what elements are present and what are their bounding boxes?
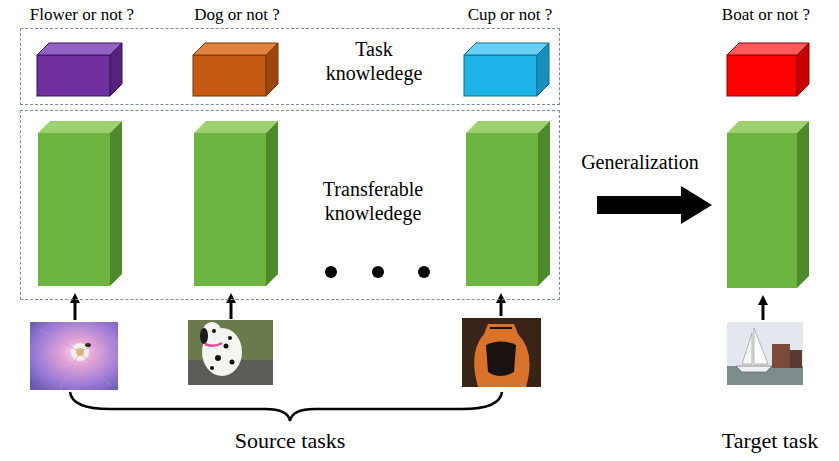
group-caption: Source tasks [235, 428, 346, 454]
source-brace [70, 392, 502, 421]
task-cube [37, 43, 122, 96]
flower-photo [30, 322, 118, 390]
vase-photo [462, 318, 541, 387]
group-title: Task knowledege [326, 37, 423, 85]
input-arrow [75, 298, 763, 320]
dashed-group-box: Task knowledege [20, 28, 560, 105]
dog-photo [188, 320, 273, 385]
dashed-group-box: Transferable knowledege [20, 110, 560, 300]
task-cube [193, 43, 278, 96]
ellipsis-dots [325, 266, 430, 278]
task-question: Dog or not ? [194, 5, 279, 25]
feature-block [727, 121, 809, 288]
group-caption: Target task [722, 428, 818, 454]
feature-block [38, 121, 122, 286]
feature-block [466, 121, 550, 286]
task-cube [464, 43, 549, 96]
boat-photo [727, 322, 803, 385]
task-question: Flower or not ? [30, 5, 134, 25]
group-title: Transferable knowledege [323, 177, 423, 225]
task-question: Cup or not ? [468, 5, 553, 25]
generalization-arrow [597, 186, 712, 224]
task-cube [727, 43, 809, 96]
arrow-label: Generalization [581, 150, 699, 174]
task-question: Boat or not ? [722, 5, 810, 25]
feature-block [194, 121, 278, 286]
